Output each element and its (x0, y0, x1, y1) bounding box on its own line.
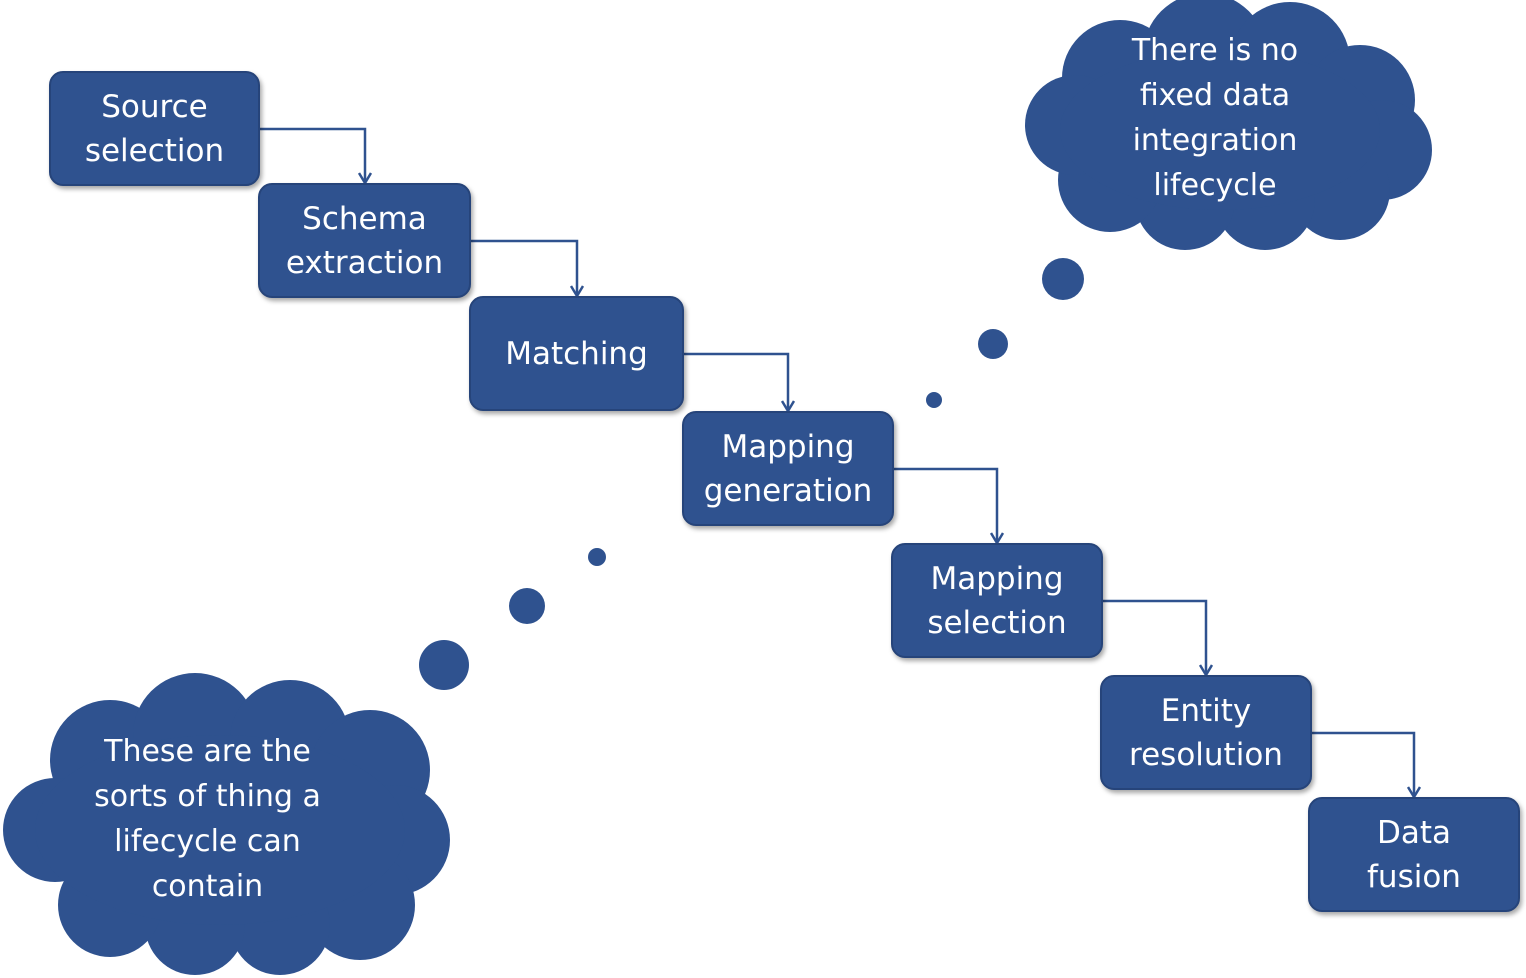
thought-dot-medium-bottom (509, 588, 545, 624)
callout-top-right-text: There is no fixed data integration lifec… (1131, 33, 1299, 203)
thought-dot-large-bottom (419, 640, 469, 690)
step-matching: Matching (469, 296, 684, 411)
thought-dot-large-top (1042, 258, 1084, 300)
step-label: Mapping selection (927, 560, 1067, 641)
connector-arrow (471, 239, 577, 296)
step-label: Data fusion (1367, 814, 1461, 895)
step-source-selection: Source selection (49, 71, 260, 186)
step-schema-extraction: Schema extraction (258, 183, 471, 298)
step-mapping-selection: Mapping selection (891, 543, 1103, 658)
step-entity-resolution: Entity resolution (1100, 675, 1312, 790)
callout-bottom-left-text: These are the sorts of thing a lifecycle… (94, 734, 321, 904)
connector-arrow (894, 467, 997, 543)
step-label: Schema extraction (285, 200, 444, 281)
thought-cloud-top-right (1025, 0, 1432, 250)
thought-dot-small-bottom (588, 548, 606, 566)
step-mapping-generation: Mapping generation (682, 411, 894, 526)
step-label: Matching (505, 335, 648, 372)
step-label: Source selection (84, 88, 225, 169)
step-data-fusion: Data fusion (1308, 797, 1520, 912)
connector-arrow (1312, 731, 1414, 797)
step-label: Entity resolution (1129, 692, 1283, 773)
thought-dot-medium-top (978, 329, 1008, 359)
thought-dot-small-top (926, 392, 942, 408)
connector-arrows (260, 127, 1414, 797)
thought-cloud-bottom-left (3, 673, 450, 975)
connector-arrow (1103, 599, 1206, 675)
connector-arrow (260, 127, 365, 183)
step-label: Mapping generation (703, 428, 873, 509)
connector-arrow (684, 352, 788, 411)
